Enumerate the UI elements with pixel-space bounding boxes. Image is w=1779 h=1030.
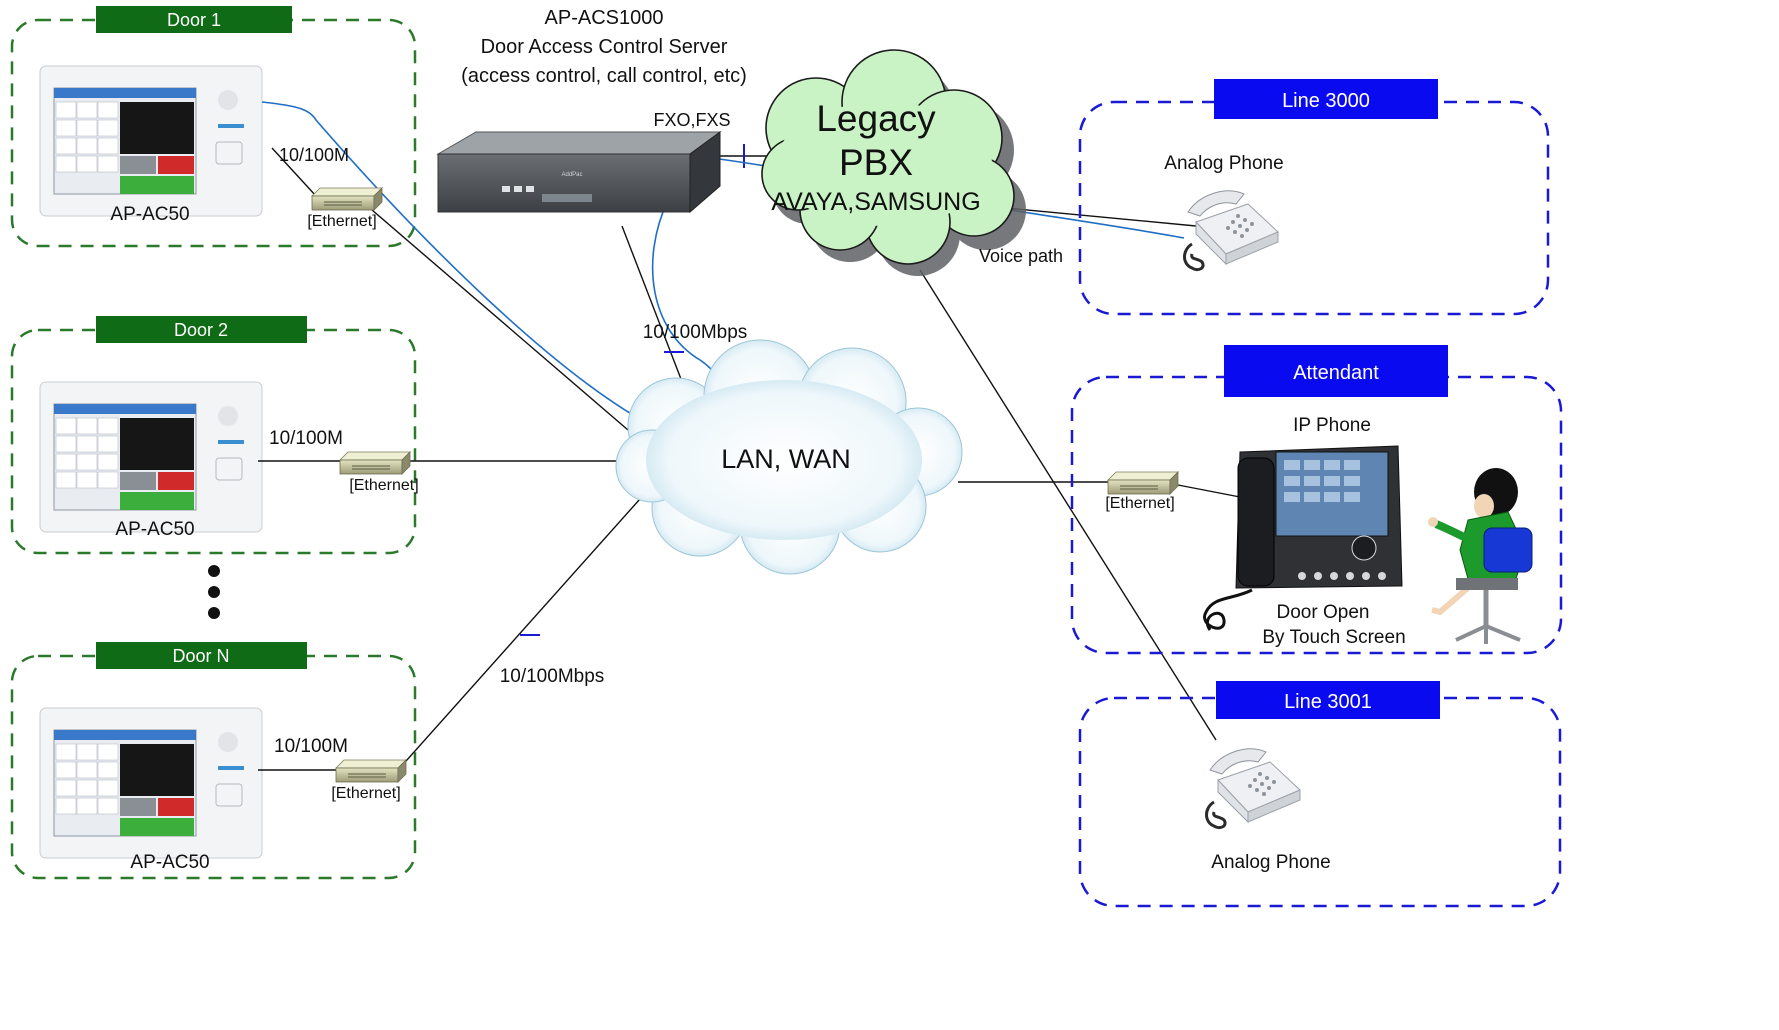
line-3000-tag: [1214, 79, 1438, 119]
door-2-switch-label: [Ethernet]: [349, 477, 418, 494]
lan-wan-cloud-icon: [615, 339, 963, 575]
door-1-speed: 10/100M: [279, 145, 349, 165]
door-n-speed: 10/100M: [274, 736, 348, 757]
pbx-title-2: PBX: [839, 142, 913, 183]
pbx-cloud-icon: [761, 49, 1026, 276]
door-terminal-icon: [39, 707, 263, 859]
door-terminal-icon: [39, 381, 263, 533]
server-ports-label: FXO,FXS: [653, 110, 730, 130]
door-n-uplink-speed: 10/100Mbps: [500, 666, 605, 687]
server-title-1: AP-ACS1000: [545, 7, 664, 29]
svg-text:AddPac: AddPac: [561, 172, 582, 178]
door-1-switch-label: [Ethernet]: [307, 213, 376, 230]
ethernet-switch-icon: [339, 451, 411, 475]
server-icon: AddPac: [436, 131, 722, 214]
analog-phone-icon: [1183, 189, 1280, 272]
line-3001-tag: [1216, 681, 1440, 719]
lan-wan-label: LAN, WAN: [721, 444, 851, 474]
door-n-tag: [96, 642, 307, 669]
door-terminal-icon: [39, 65, 263, 217]
line-3001-tag-label: Line 3001: [1284, 691, 1372, 713]
line-3000-tag-label: Line 3000: [1282, 90, 1370, 112]
person-icon: [1428, 468, 1533, 644]
ip-phone-icon: [1203, 445, 1403, 631]
door-2-tag: [96, 316, 307, 343]
line-3000-phone-label: Analog Phone: [1164, 153, 1283, 174]
line-3001-phone-label: Analog Phone: [1211, 852, 1330, 873]
door-1-device-label: AP-AC50: [110, 204, 189, 225]
attendant-note-2: By Touch Screen: [1262, 627, 1405, 648]
ethernet-switch-icon: [335, 759, 407, 783]
attendant-switch-label: [Ethernet]: [1105, 495, 1174, 512]
ethernet-switch-icon: [311, 187, 383, 211]
door-2-group: Door 2 AP-AC50: [10, 316, 417, 555]
pbx-vendors: AVAYA,SAMSUNG: [771, 188, 980, 216]
ethernet-switch-icon: [1107, 471, 1179, 495]
door-1-tag: [96, 6, 292, 33]
server-title-3: (access control, call control, etc): [461, 65, 747, 87]
pbx-title-1: Legacy: [816, 98, 936, 139]
door-2-speed: 10/100M: [269, 428, 343, 449]
door-1-tag-label: Door 1: [167, 10, 221, 30]
ip-phone-label: IP Phone: [1293, 415, 1371, 436]
door-1-group: Door 1 AP-AC50: [10, 6, 417, 248]
voice-path-label: Voice path: [979, 246, 1063, 266]
door-n-switch-label: [Ethernet]: [331, 785, 400, 802]
door-2-tag-label: Door 2: [174, 320, 228, 340]
line-3000-group: Line 3000 Analog Phone: [1078, 79, 1550, 316]
attendant-note-1: Door Open: [1277, 602, 1370, 623]
line-3001-group: Line 3001 Analog Phone: [1078, 681, 1562, 908]
door-n-group: Door N AP-AC50: [10, 642, 417, 880]
door-n-device-label: AP-AC50: [130, 852, 209, 873]
attendant-tag-label: Attendant: [1293, 362, 1379, 384]
attendant-tag: [1224, 345, 1448, 397]
tick-marks: [520, 144, 745, 636]
server-uplink-speed: 10/100Mbps: [643, 322, 748, 343]
door-2-device-label: AP-AC50: [115, 519, 194, 540]
analog-phone-icon: [1205, 747, 1302, 830]
ellipsis-dots: [208, 565, 220, 619]
door-n-tag-label: Door N: [172, 646, 229, 666]
server-title-2: Door Access Control Server: [481, 36, 728, 58]
attendant-group: Attendant IP Phone [Ethernet]: [1070, 345, 1563, 655]
